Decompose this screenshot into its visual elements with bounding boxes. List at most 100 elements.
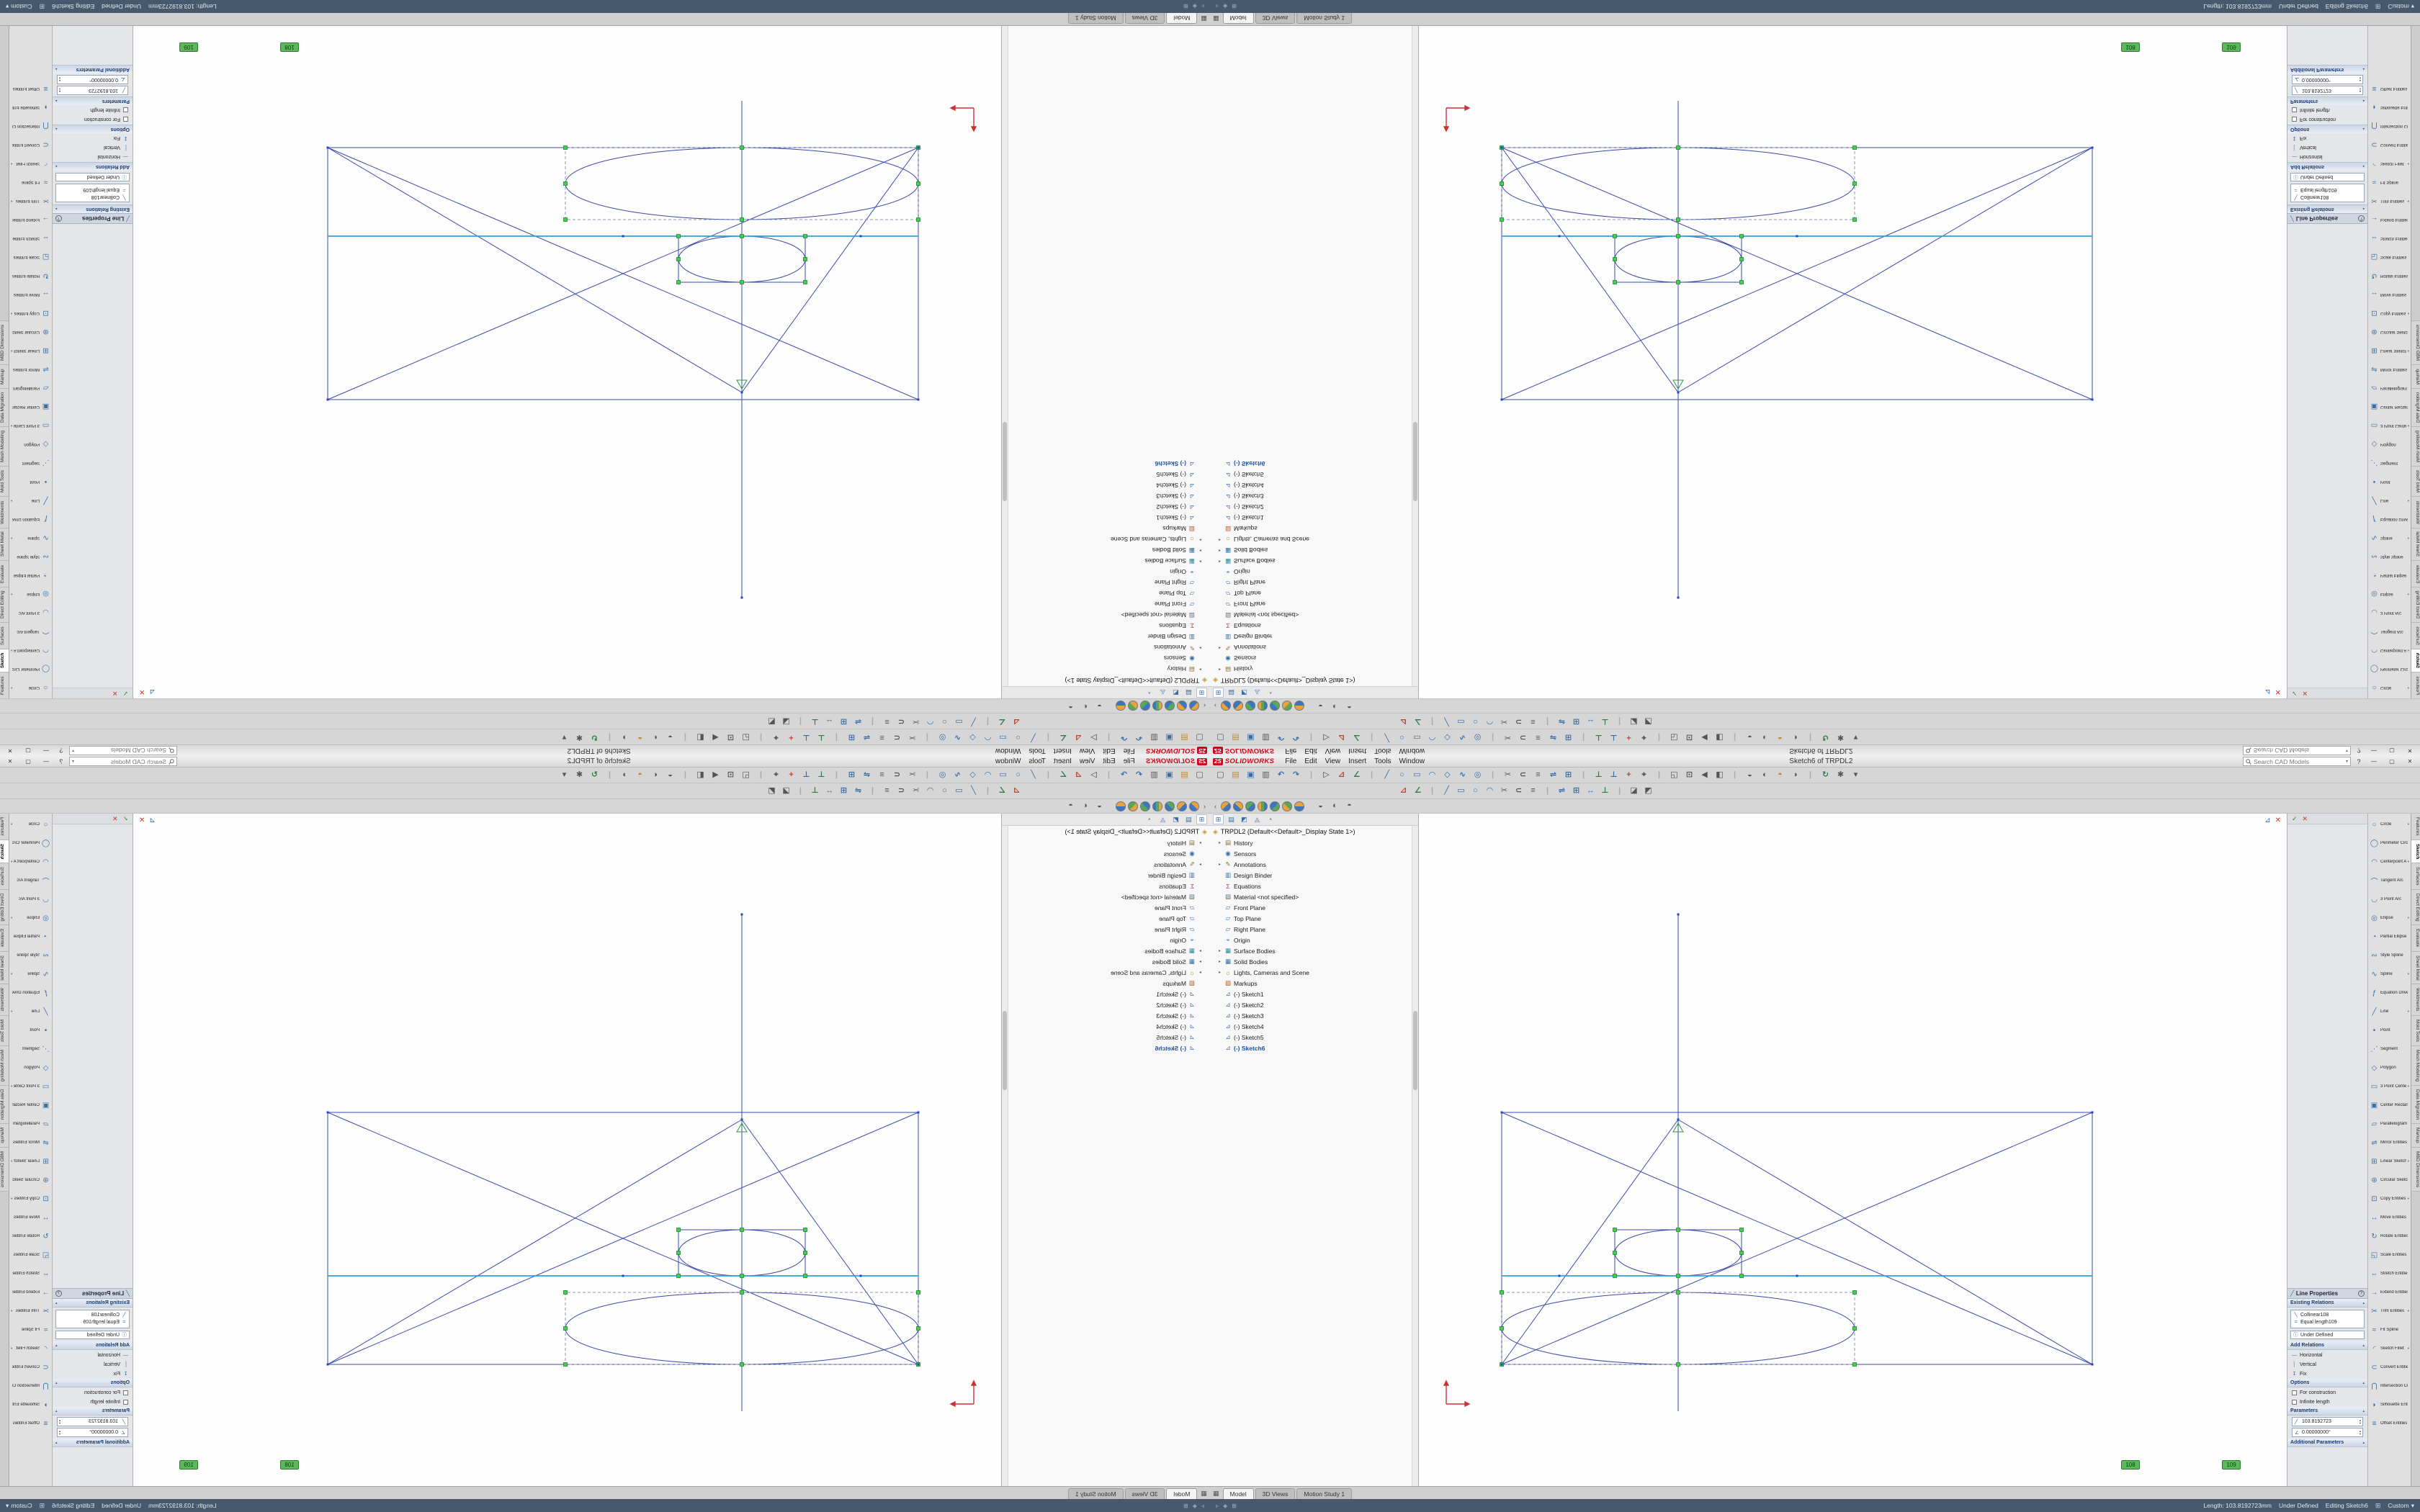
toolbar-icon[interactable]: ↶ <box>1133 731 1145 743</box>
tree-pane-tab[interactable]: ◔ <box>1147 816 1152 823</box>
tree-item[interactable]: ⊿ (-) Sketch6 <box>1217 459 1418 469</box>
commandmanager-tab[interactable]: Sketch <box>0 649 9 672</box>
option-checkbox-row[interactable]: For construction <box>57 1388 128 1397</box>
sketch-tool-button[interactable]: ◜ Sketch Fillet ▾ <box>2368 1339 2411 1358</box>
toolbar-icon[interactable]: ⌖ <box>770 769 782 781</box>
commandmanager-tab[interactable]: Data Migration <box>0 388 9 427</box>
toolbar-icon[interactable]: ↷ <box>1118 731 1130 743</box>
spinner-arrows[interactable]: ▲▼ <box>58 1418 61 1425</box>
tree-item[interactable]: ⊿ (-) Sketch4 <box>1217 480 1418 491</box>
toolbar-icon[interactable]: ⇌ <box>861 769 873 781</box>
parameter-field[interactable]: ∠ 0.00000000° ▲▼ <box>2292 1428 2363 1437</box>
sketch-tool-button[interactable]: ⇔ Stretch Entities <box>2368 229 2411 248</box>
tree-pane-tab[interactable]: ◩ <box>1241 689 1247 697</box>
sketch-tool-button[interactable]: ▭ 3 Point Center Recta... ▾ <box>2368 416 2411 435</box>
toolbar-icon[interactable]: ╱ <box>1381 769 1393 781</box>
toolbar-icon[interactable]: ⇌ <box>1556 785 1568 797</box>
sketch-tool-button[interactable]: ⊡ Copy Entities ▾ <box>2368 304 2411 323</box>
restore-button[interactable]: ▢ <box>2389 758 2395 765</box>
splitter-icon[interactable]: ▦ <box>1213 1490 1219 1497</box>
tree-item[interactable]: ▸ ✎ Annotations <box>1217 642 1418 653</box>
toolbar-icon[interactable]: ▷ <box>1320 769 1332 781</box>
sketch-tool-button[interactable]: ◗ Silhouette Entities <box>2368 1395 2411 1414</box>
view-orientation-sphere[interactable] <box>1128 801 1138 811</box>
tree-item[interactable]: ▧ Markups <box>1217 978 1418 989</box>
view-orientation-sphere[interactable] <box>1177 701 1187 711</box>
help-button[interactable]: ? <box>59 757 63 765</box>
commandmanager-tab[interactable]: Mold Tools <box>2411 466 2420 497</box>
tree-item[interactable]: ▱ Top Plane <box>1217 588 1418 599</box>
hide-show-items-icon[interactable]: ◐ <box>1083 702 1088 711</box>
toolbar-icon[interactable]: ⊂ <box>891 769 903 781</box>
toolbar-icon[interactable]: ≡ <box>1532 731 1544 743</box>
toolbar-icon[interactable]: ○ <box>1396 731 1408 743</box>
toolbar-icon[interactable]: ◠ <box>982 769 994 781</box>
toolbar-icon[interactable]: ∠ <box>996 785 1008 797</box>
toolbar-icon[interactable]: ▭ <box>953 785 965 797</box>
panel-help-icon[interactable]: ? <box>55 215 62 222</box>
spinner-arrows[interactable]: ▲▼ <box>58 1428 61 1436</box>
tree-item[interactable]: ▱ Top Plane <box>1217 913 1418 924</box>
tree-item[interactable]: ⊿ (-) Sketch6 <box>1217 1043 1418 1053</box>
sketch-tool-button[interactable]: ⌒ Tangent Arc <box>2368 871 2411 890</box>
sketch-tool-button[interactable]: ◯ Perimeter Circle <box>2368 660 2411 678</box>
sketch-tool-button[interactable]: ⋂ Intersection Curve <box>9 117 52 135</box>
tree-item[interactable]: ⊿ (-) Sketch2 <box>1002 502 1203 513</box>
toolbar-icon[interactable]: | <box>1577 731 1590 743</box>
commandmanager-tab[interactable]: Sheet Metal <box>0 527 9 561</box>
toolbar-icon[interactable]: ≡ <box>881 785 893 797</box>
tree-item[interactable]: ◉ Sensors <box>1002 653 1203 664</box>
section-additional-parameters[interactable]: Additional Parameters ▴ <box>53 65 133 73</box>
flyout-caret-icon[interactable]: ▾ <box>2407 162 2409 166</box>
toolbar-icon[interactable]: | <box>866 715 879 727</box>
tree-item[interactable]: ▧ Markups <box>1002 978 1203 989</box>
add-relation-button[interactable]: — Horizontal <box>57 1351 128 1359</box>
sketch-tool-button[interactable]: ▭ 3 Point Center Recta... ▾ <box>2368 1077 2411 1096</box>
document-tab[interactable]: Motion Study 1 <box>1067 13 1124 24</box>
toolbar-icon[interactable]: ↔ <box>1585 785 1597 797</box>
tree-pane-tab[interactable]: ◬ <box>1255 815 1260 823</box>
toolbar-icon[interactable]: ↻ <box>588 731 601 743</box>
section-parameters[interactable]: Parameters ▴ <box>53 96 133 105</box>
commandmanager-tab[interactable]: Sketch <box>2411 840 2420 863</box>
panel-help-icon[interactable]: ? <box>55 1290 62 1297</box>
search-cad-models-box[interactable]: ▾ <box>2243 746 2351 755</box>
menu-item[interactable]: Edit <box>1304 757 1317 765</box>
sketch-tool-button[interactable]: • Point <box>9 1021 52 1040</box>
search-input[interactable] <box>2254 747 2344 755</box>
commandmanager-tab[interactable]: Weldments <box>0 496 9 528</box>
option-checkbox-row[interactable]: For construction <box>2292 115 2363 124</box>
sketch-tool-button[interactable]: ∿ Spline ▾ <box>2368 528 2411 547</box>
toolbar-icon[interactable]: ⊂ <box>895 785 908 797</box>
sketch-tool-button[interactable]: ⊡ Copy Entities ▾ <box>9 1189 52 1208</box>
relation-item[interactable]: ╲ Collinear108 <box>57 1311 128 1318</box>
display-style-icon[interactable]: ◒ <box>1318 801 1323 810</box>
commandmanager-tab[interactable]: Data Migration <box>2411 388 2420 427</box>
toolbar-icon[interactable]: ⊞ <box>1562 769 1574 781</box>
parameter-field[interactable]: ∠ 0.00000000° ▲▼ <box>57 75 128 84</box>
toolbar-icon[interactable]: ◎ <box>936 769 949 781</box>
commandmanager-tab[interactable]: Evaluate <box>0 560 9 587</box>
menu-item[interactable]: Window <box>1399 757 1425 765</box>
document-tab[interactable]: Model <box>1222 13 1254 24</box>
toolbar-icon[interactable]: ▷ <box>1088 731 1100 743</box>
tree-pane-tab[interactable]: ◩ <box>1173 815 1179 823</box>
tree-item[interactable]: ▸ ▦ Solid Bodies <box>1002 956 1203 967</box>
tree-item[interactable]: ⊿ (-) Sketch5 <box>1002 469 1203 480</box>
parameter-value[interactable]: 103.8192723 <box>89 88 118 93</box>
sketch-tool-button[interactable]: ≈ Fit Spline <box>9 173 52 192</box>
toolbar-icon[interactable]: ⊿ <box>1010 785 1023 797</box>
tree-item[interactable]: ▸ ☼ Lights, Cameras and Scene <box>1002 967 1203 978</box>
toolbar-icon[interactable]: ○ <box>1012 731 1024 743</box>
sketch-tool-button[interactable]: ⋂ Intersection Curve <box>2368 117 2411 135</box>
document-tab[interactable]: 3D Views <box>1255 1488 1296 1499</box>
toolbar-icon[interactable]: ◱ <box>740 769 752 781</box>
sketch-tool-button[interactable]: ▱ Parallelogram <box>2368 379 2411 397</box>
toolbar-icon[interactable]: ╱ <box>967 715 980 727</box>
collapse-chevron-icon[interactable]: ‹ <box>1214 802 1216 810</box>
status-icon[interactable]: ▹ <box>1216 1502 1219 1509</box>
tree-item[interactable]: ▸ ▦ Surface Bodies <box>1217 945 1418 956</box>
sketch-tool-button[interactable]: ∾ Style Spline <box>9 946 52 965</box>
status-icon[interactable]: ◈ <box>1192 1502 1197 1509</box>
cancel-sketch-icon[interactable]: ✕ <box>139 688 145 696</box>
